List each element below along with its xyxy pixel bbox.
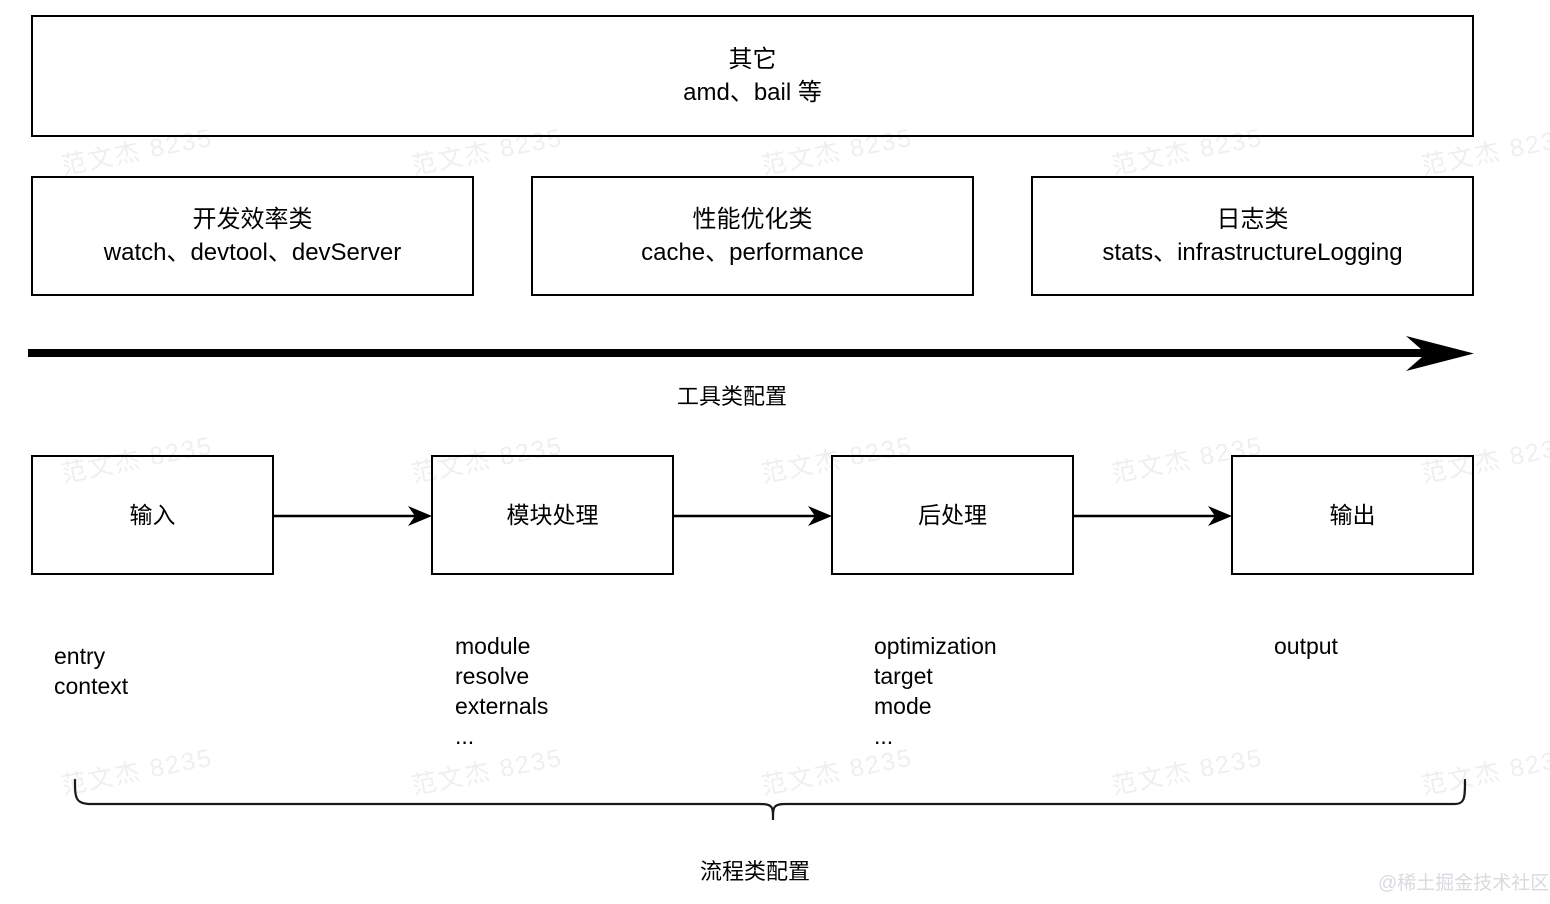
- category-heading: 开发效率类: [192, 206, 313, 233]
- tooling-config-arrow: [28, 336, 1474, 371]
- flow-stage-module-processing[interactable]: 模块处理: [431, 455, 674, 575]
- flow-connector-arrow-1: [274, 506, 432, 526]
- flow-connector-arrow-2: [674, 506, 832, 526]
- stage-option: mode: [874, 693, 932, 719]
- stage-options-output: output: [1274, 631, 1338, 661]
- other-config-heading: 其它: [728, 46, 777, 73]
- stage-option: ...: [874, 723, 894, 749]
- stage-option: ...: [455, 723, 475, 749]
- flow-stage-input[interactable]: 输入: [31, 455, 274, 575]
- tooling-config-label: 工具类配置: [677, 384, 788, 409]
- stage-option: resolve: [455, 663, 530, 689]
- stage-option: target: [874, 663, 933, 689]
- stage-option: optimization: [874, 633, 997, 659]
- flow-stage-label: 输出: [1329, 501, 1376, 528]
- category-items: watch、devtool、devServer: [103, 239, 402, 266]
- flow-connector-arrow-3: [1074, 506, 1232, 526]
- category-box-performance[interactable]: 性能优化类 cache、performance: [531, 176, 974, 296]
- category-box-dev-efficiency[interactable]: 开发效率类 watch、devtool、devServer: [31, 176, 474, 296]
- stage-options-post-processing: optimization target mode ...: [874, 631, 997, 751]
- stage-option: module: [455, 633, 531, 659]
- category-box-logging[interactable]: 日志类 stats、infrastructureLogging: [1031, 176, 1474, 296]
- stage-option: entry: [54, 643, 106, 669]
- category-items: cache、performance: [641, 239, 864, 266]
- flow-config-brace: [73, 778, 1467, 821]
- flow-config-label: 流程类配置: [700, 859, 811, 884]
- flow-stage-post-processing[interactable]: 后处理: [831, 455, 1074, 575]
- flow-stage-label: 输入: [129, 501, 176, 528]
- other-config-items: amd、bail 等: [683, 79, 822, 106]
- category-heading: 性能优化类: [692, 206, 813, 233]
- stage-options-module-processing: module resolve externals ...: [455, 631, 548, 751]
- flow-stage-label: 模块处理: [506, 501, 599, 528]
- stage-option: context: [54, 673, 129, 699]
- other-config-box[interactable]: 其它 amd、bail 等: [31, 15, 1474, 137]
- flow-stage-label: 后处理: [918, 501, 987, 528]
- stage-option: output: [1274, 633, 1338, 659]
- category-items: stats、infrastructureLogging: [1102, 239, 1403, 266]
- category-heading: 日志类: [1216, 206, 1289, 233]
- site-credit-watermark: @稀土掘金技术社区: [1378, 873, 1550, 894]
- stage-options-input: entry context: [54, 641, 128, 701]
- stage-option: externals: [455, 693, 549, 719]
- flow-stage-output[interactable]: 输出: [1231, 455, 1474, 575]
